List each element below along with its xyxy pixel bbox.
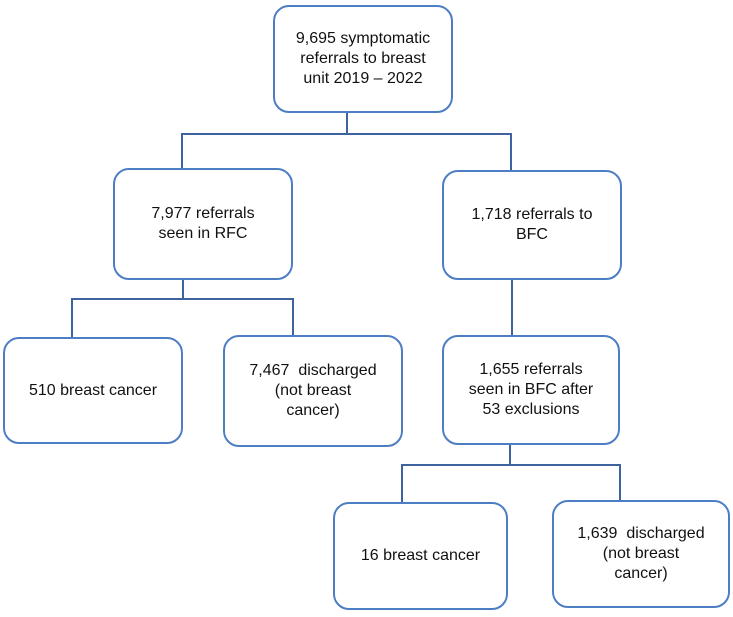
connector-drop-to-bfc — [510, 133, 512, 172]
flow-node-bfc-discharged-label: 1,639 discharged (not breast cancer) — [577, 525, 705, 582]
connector-rfc-children-rail — [71, 298, 294, 300]
flow-node-bfc-seen-label: 1,655 referrals seen in BFC after 53 exc… — [468, 361, 594, 418]
flow-node-rfc-discharged-label: 7,467 discharged (not breast cancer) — [249, 362, 377, 419]
connector-1655-children-rail — [401, 464, 621, 466]
flow-node-rfc-breast-cancer-label: 510 breast cancer — [28, 381, 158, 399]
flow-node-rfc-breast-cancer: 510 breast cancer — [3, 337, 183, 444]
connector-drop-to-1639 — [619, 464, 621, 502]
flow-node-bfc-referrals-label: 1,718 referrals to BFC — [471, 206, 593, 243]
connector-drop-to-7467 — [292, 298, 294, 337]
flow-node-bfc-breast-cancer-label: 16 breast cancer — [360, 547, 481, 564]
connector-drop-to-16 — [401, 464, 403, 504]
flow-node-rfc-referrals-label: 7,977 referrals seen in RFC — [151, 205, 255, 242]
flow-node-bfc-breast-cancer: 16 breast cancer — [333, 502, 508, 610]
connector-drop-to-510 — [71, 298, 73, 339]
connector-drop-to-rfc — [181, 133, 183, 170]
flow-node-rfc-discharged: 7,467 discharged (not breast cancer) — [223, 335, 403, 447]
flow-node-bfc-discharged: 1,639 discharged (not breast cancer) — [552, 500, 730, 608]
flow-node-total-referrals: 9,695 symptomatic referrals to breast un… — [273, 5, 453, 113]
connector-rfc-stub — [182, 279, 184, 300]
flow-node-bfc-seen: 1,655 referrals seen in BFC after 53 exc… — [442, 335, 620, 445]
flow-node-total-referrals-label: 9,695 symptomatic referrals to breast un… — [295, 30, 431, 87]
connector-bfc-to-1655 — [511, 279, 513, 337]
flow-node-bfc-referrals: 1,718 referrals to BFC — [442, 170, 622, 280]
connector-root-stub — [346, 112, 348, 135]
connector-level1-rail — [181, 133, 512, 135]
connector-1655-stub — [509, 444, 511, 466]
flow-node-rfc-referrals: 7,977 referrals seen in RFC — [113, 168, 293, 280]
